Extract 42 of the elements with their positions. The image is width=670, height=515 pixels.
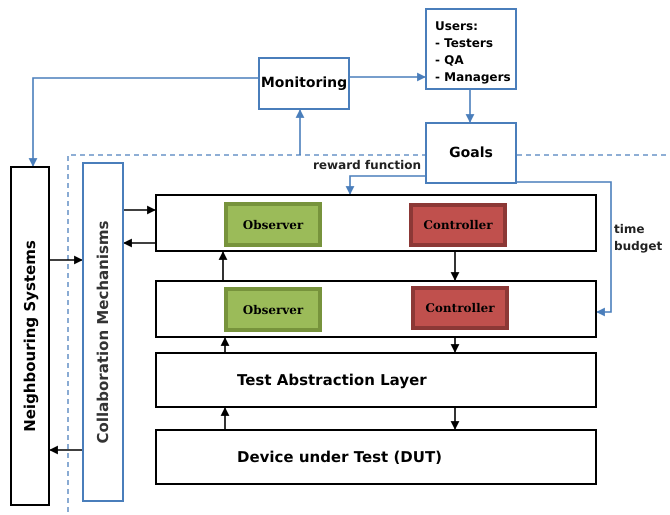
arrow [28, 77, 258, 167]
observer-box [224, 287, 322, 332]
process-box [425, 122, 517, 184]
arrow [296, 109, 304, 155]
system-bar [10, 166, 50, 506]
arrow [218, 251, 228, 280]
layer-label: Device under Test (DUT) [237, 446, 442, 468]
layer-box [155, 194, 597, 252]
box-label: Observer [242, 302, 304, 318]
arrow [220, 337, 230, 352]
box-label: Controller [423, 217, 493, 234]
arrow [220, 407, 230, 429]
arrow [124, 206, 156, 214]
box-label: Controller [425, 300, 495, 317]
arrow [450, 338, 460, 353]
arrow [517, 181, 612, 316]
arrow [450, 408, 460, 430]
bar-label: Collaboration Mechanisms [92, 220, 113, 444]
process-box [258, 57, 350, 110]
bar-label: Neighbouring Systems [20, 240, 40, 432]
box-label: Observer [242, 216, 304, 234]
layer-box [155, 429, 597, 485]
arrow [450, 252, 460, 281]
observer-box [224, 202, 322, 247]
box-label: Monitoring [260, 74, 348, 93]
arrow [350, 72, 426, 82]
arrow [49, 446, 82, 454]
user-list-box [425, 8, 517, 90]
box-label: Goals [449, 144, 493, 162]
controller-box [409, 203, 507, 247]
list-item: - Testers [435, 35, 494, 52]
layer-label: Test Abstraction Layer [237, 370, 427, 391]
controller-box [411, 286, 509, 330]
list-item: Users: [435, 18, 479, 35]
arrow [123, 238, 155, 248]
arrow [346, 175, 425, 195]
layer-box [155, 280, 597, 338]
list-item: - QA [435, 52, 465, 69]
layer-box [155, 352, 597, 408]
arrow [50, 256, 83, 264]
arrow [466, 90, 474, 123]
mechanism-bar [82, 162, 124, 502]
